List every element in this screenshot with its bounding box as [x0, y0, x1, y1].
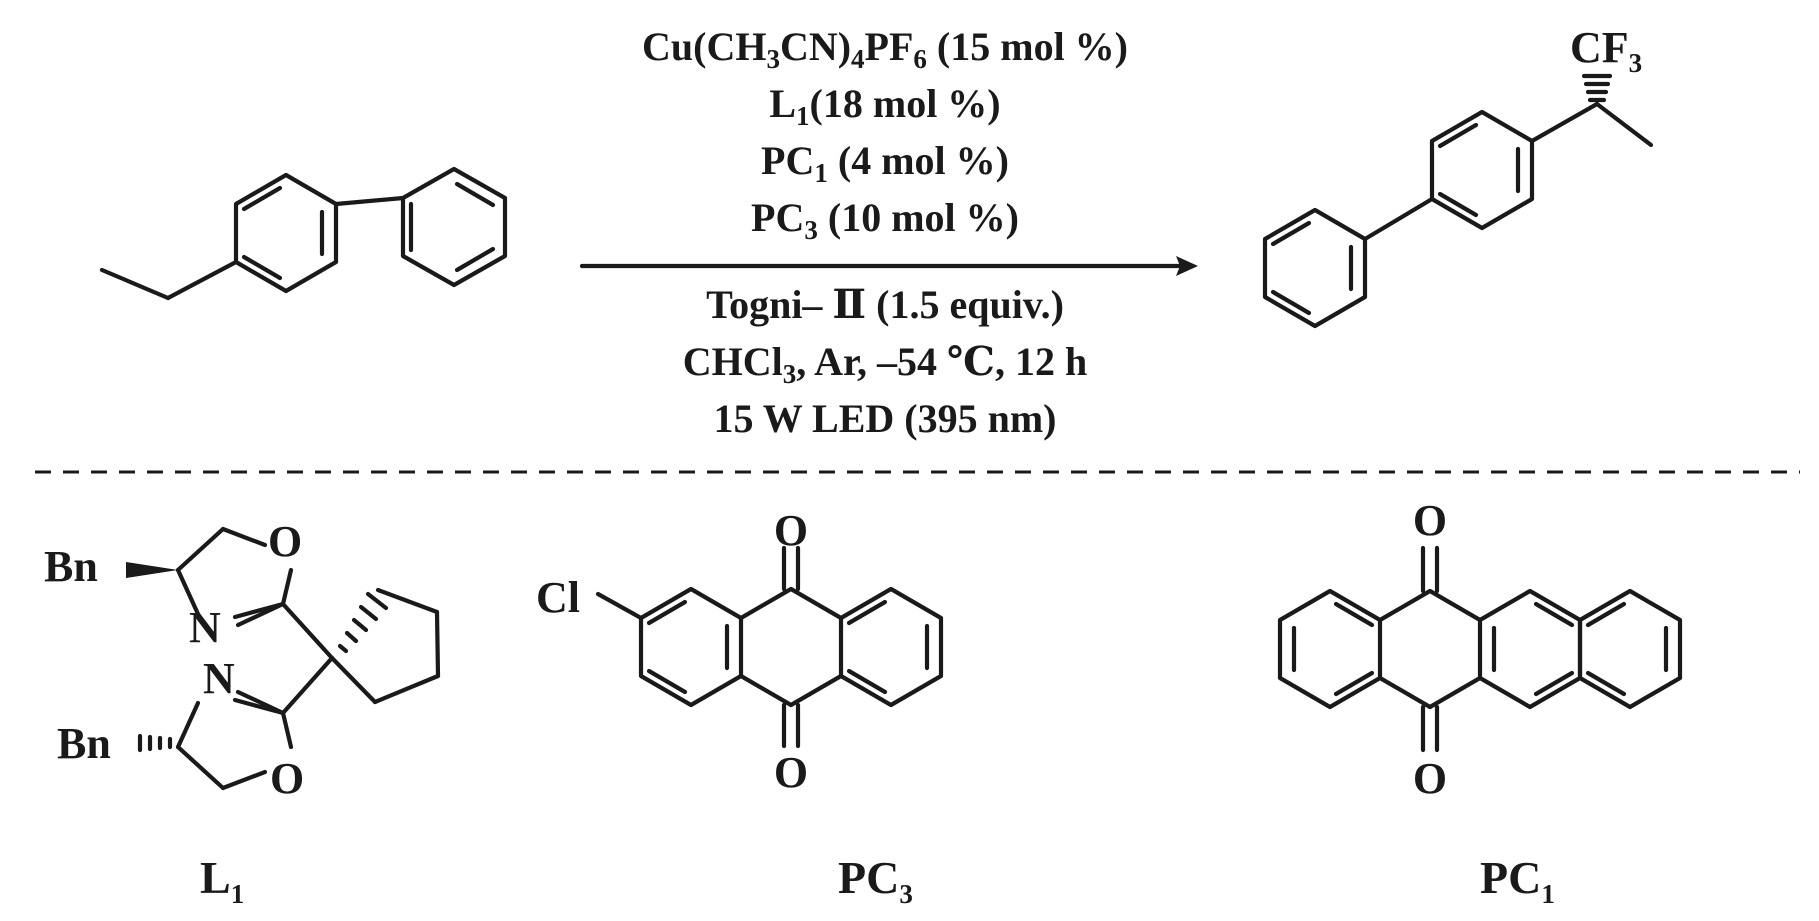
- pc3-o-bottom: O: [774, 748, 808, 797]
- pc3-o-top: O: [774, 506, 808, 555]
- condition-ligand: L1(18 mol %): [769, 81, 1000, 131]
- product-structure: [1262, 73, 1654, 329]
- product-cf3-label: CF3: [1570, 23, 1642, 78]
- pc3-cl: Cl: [536, 573, 580, 622]
- condition-pc1: PC1 (4 mol %): [761, 138, 1009, 188]
- starting-material-structure: [99, 166, 508, 301]
- condition-catalyst: Cu(CH3CN)4PF6 (15 mol %): [642, 24, 1128, 74]
- l1-n-top: N: [189, 603, 221, 652]
- condition-solvent-temp-time: CHCl3, Ar, –54 ℃, 12 h: [683, 339, 1087, 389]
- l1-bn-top: Bn: [44, 542, 98, 591]
- condition-reagent: Togni– Ⅱ (1.5 equiv.): [706, 282, 1064, 327]
- condition-pc3: PC3 (10 mol %): [751, 195, 1019, 245]
- reaction-arrow: [579, 256, 1198, 276]
- l1-o-top: O: [268, 517, 302, 566]
- pc3-structure: [595, 545, 944, 749]
- pc1-o-top: O: [1413, 496, 1447, 545]
- condition-light: 15 W LED (395 nm): [713, 396, 1056, 441]
- pc1-label: PC1: [1480, 852, 1555, 909]
- l1-label: L1: [200, 852, 244, 909]
- ligand-l1-structure: [126, 526, 441, 791]
- pc1-structure: [1277, 545, 1683, 753]
- l1-n-bottom: N: [203, 654, 235, 703]
- l1-o-bottom: O: [270, 754, 304, 803]
- l1-bn-bottom: Bn: [57, 719, 111, 768]
- pc1-o-bottom: O: [1413, 754, 1447, 803]
- pc3-label: PC3: [838, 852, 913, 909]
